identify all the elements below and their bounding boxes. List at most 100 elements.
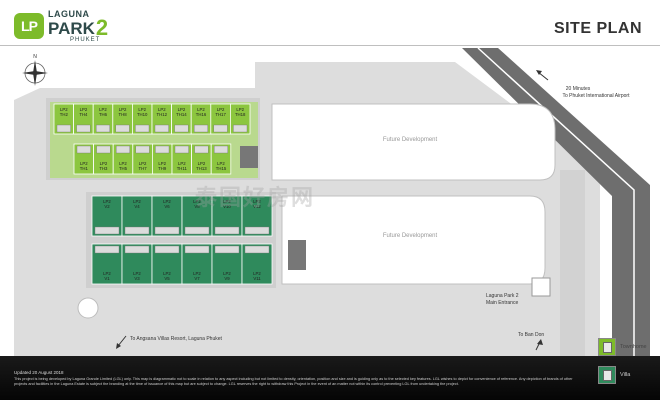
- townhome-unit-prefix: LP2: [80, 107, 88, 112]
- site-map: Future Development Future Development N …: [14, 47, 650, 356]
- logo-line-phuket: PHUKET: [70, 36, 101, 43]
- airport-note-line2: To Phuket International Airport: [563, 93, 631, 99]
- angsana-label: To Angsana Villas Resort, Laguna Phuket: [130, 336, 223, 342]
- footer-updated-date: Updated 20 August 2018: [14, 370, 64, 375]
- villa-unit-label: V11: [253, 276, 261, 281]
- townhome-unit-prefix: LP2: [80, 161, 88, 166]
- villa-unit-prefix: LP2: [223, 271, 231, 276]
- townhome-unit-label: TH2: [60, 112, 69, 117]
- future-development-label-2: Future Development: [383, 233, 438, 239]
- logo-badge: LP: [14, 13, 44, 40]
- villa-unit-label: V12: [253, 204, 261, 209]
- townhome-unit-label: TH7: [139, 166, 148, 171]
- main-entrance-line2: Main Entrance: [486, 300, 518, 306]
- townhome-unit-prefix: LP2: [198, 161, 206, 166]
- legend-villa: Villa: [598, 366, 630, 384]
- footer-disclaimer-bar: Updated 20 August 2018 This project is b…: [0, 356, 660, 400]
- villa-unit-label: V8: [194, 204, 200, 209]
- ban-don-label: To Ban Don: [518, 332, 544, 338]
- villa-unit-prefix: LP2: [193, 271, 201, 276]
- townhome-unit-label: TH14: [176, 112, 187, 117]
- townhome-unit-prefix: LP2: [100, 161, 108, 166]
- townhome-unit-prefix: LP2: [178, 161, 186, 166]
- watermark: 泰国好房网: [195, 185, 316, 210]
- townhome-unit-prefix: LP2: [60, 107, 68, 112]
- logo-park-text: PARK: [48, 18, 95, 38]
- townhome-units: LP2TH2LP2TH4LP2TH6LP2TH8LP2TH10LP2TH12LP…: [53, 103, 251, 175]
- future-development-lot-2: [281, 195, 546, 285]
- logo-wordmark: LAGUNA PARK 2 PHUKET: [48, 10, 108, 43]
- townhome-unit-label: TH10: [137, 112, 148, 117]
- townhome-unit-label: TH6: [99, 112, 108, 117]
- villa-legend-icon: [598, 366, 616, 384]
- logo-numeral: 2: [95, 15, 109, 40]
- ban-don-arrow-icon: [535, 339, 543, 351]
- page-title: SITE PLAN: [553, 20, 642, 37]
- brand-logo: LP LAGUNA PARK 2 PHUKET: [14, 10, 108, 43]
- townhome-unit-label: TH9: [158, 166, 167, 171]
- villa-unit-label: V5: [164, 276, 170, 281]
- angsana-arrow-icon: [116, 335, 127, 349]
- villa-unit-label: V9: [224, 276, 230, 281]
- villa-unit-prefix: LP2: [133, 199, 141, 204]
- airport-direction-arrow-icon: [536, 70, 549, 81]
- compass-north-label: N: [33, 54, 37, 60]
- compass-icon: N: [22, 54, 48, 86]
- villa-unit-prefix: LP2: [103, 199, 111, 204]
- townhome-unit-prefix: LP2: [197, 107, 205, 112]
- villa-unit-prefix: LP2: [193, 199, 201, 204]
- future-development-label-1: Future Development: [383, 137, 438, 143]
- villa-unit-label: V2: [104, 204, 110, 209]
- legend-villa-label: Villa: [620, 372, 631, 378]
- townhome-unit-prefix: LP2: [158, 107, 166, 112]
- roundabout: [77, 297, 99, 319]
- future-development-lot-1: [271, 103, 556, 181]
- townhome-unit-label: TH4: [79, 112, 88, 117]
- villa-unit-label: V7: [194, 276, 200, 281]
- logo-line-park: PARK 2: [48, 15, 109, 40]
- legend-townhome: Townhome: [598, 338, 647, 356]
- villa-unit-label: V10: [223, 204, 231, 209]
- villa-unit-prefix: LP2: [223, 199, 231, 204]
- villa-unit-label: V3: [134, 276, 140, 281]
- main-entrance-line1: Laguna Park 2: [486, 293, 519, 299]
- villa-unit-prefix: LP2: [163, 271, 171, 276]
- townhome-unit-prefix: LP2: [138, 107, 146, 112]
- townhome-unit-prefix: LP2: [139, 161, 147, 166]
- townhome-unit-prefix: LP2: [217, 107, 225, 112]
- airport-note-line1: 20 Minutes: [566, 86, 591, 92]
- villa-unit-prefix: LP2: [103, 271, 111, 276]
- townhome-unit-label: TH18: [235, 112, 246, 117]
- villa-unit-prefix: LP2: [253, 271, 261, 276]
- townhome-unit-prefix: LP2: [158, 161, 166, 166]
- townhome-unit-label: TH17: [215, 112, 226, 117]
- townhome-unit-prefix: LP2: [217, 161, 225, 166]
- logo-line-laguna: LAGUNA: [48, 9, 90, 19]
- townhome-legend-icon: [598, 338, 616, 356]
- townhome-unit-label: TH12: [157, 112, 168, 117]
- service-building: [288, 240, 306, 270]
